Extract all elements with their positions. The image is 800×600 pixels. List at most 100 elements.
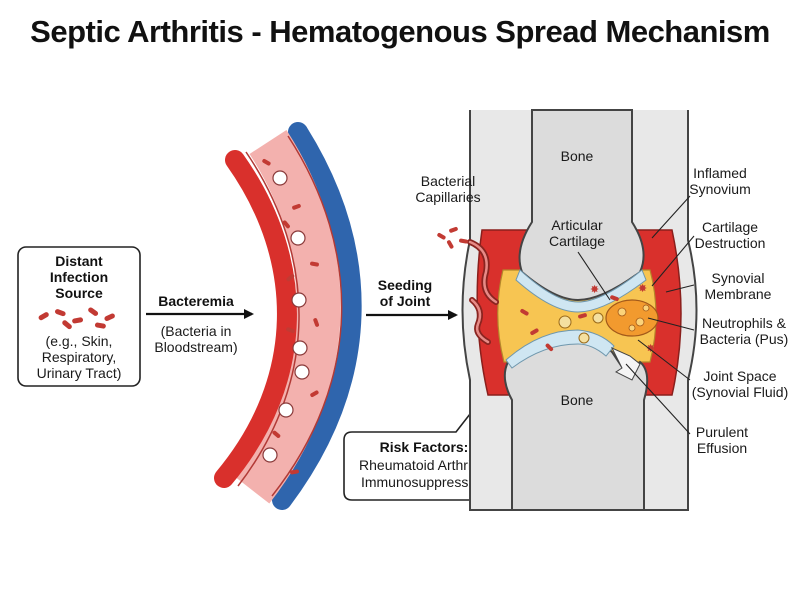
infection-source-box: Distant Infection Source (e.g., Skin, Re…: [17, 246, 141, 387]
vessel-lumen: [234, 130, 341, 504]
source-heading-3: Source: [55, 285, 103, 301]
bacterium: [530, 328, 539, 335]
label-cartilage-2: Cartilage: [549, 233, 605, 249]
label-destruction-2: Destruction: [695, 235, 766, 251]
neutrophil: [617, 307, 627, 317]
leader-lines: [577, 195, 695, 435]
label-membrane-1: Synovial: [712, 270, 765, 286]
white-blood-cell: [262, 447, 278, 463]
risk-line-2: Immunosuppression: [361, 474, 487, 490]
bacterium: [449, 226, 458, 233]
label-pus-2: Bacteria (Pus): [700, 331, 789, 347]
leader-joint-space: [637, 339, 691, 381]
neutrophil: [592, 312, 604, 324]
bacterium: [104, 313, 115, 322]
bacterium: [94, 322, 106, 329]
bacterium: [578, 313, 587, 319]
bacterium: [437, 233, 446, 240]
leader-cartilage: [577, 251, 611, 301]
bacterium: [545, 343, 554, 352]
blood-cells: [262, 170, 310, 463]
label-joint-space-1: Joint Space: [703, 368, 776, 384]
vein-wall: [272, 122, 362, 510]
inflammation-spark: ✸: [638, 282, 647, 295]
bacterium: [310, 261, 319, 267]
neutrophil: [628, 324, 636, 332]
leader-pus: [647, 317, 695, 331]
label-capillaries-1: Bacterial: [421, 173, 475, 189]
label-destruction-1: Cartilage: [702, 219, 758, 235]
seeding-line-2: of Joint: [380, 293, 431, 309]
leader-synovial-membrane: [665, 284, 695, 293]
label-bone-bottom: Bone: [561, 392, 594, 408]
source-detail-2: Respiratory,: [42, 349, 116, 365]
risk-heading: Risk Factors:: [380, 439, 469, 455]
bacterium: [310, 390, 319, 397]
joint-bacteria: ✸ ✸ ✸: [520, 282, 655, 355]
label-pus-1: Neutrophils &: [702, 315, 787, 331]
inflammation-spark: ✸: [646, 342, 655, 355]
source-detail-1: (e.g., Skin,: [46, 333, 113, 349]
bacterium: [290, 469, 299, 475]
page-title: Septic Arthritis - Hematogenous Spread M…: [30, 14, 770, 49]
bacterium: [313, 318, 320, 327]
label-inflamed-1: Inflamed: [693, 165, 747, 181]
bacterium: [88, 307, 99, 316]
blood-vessel: [214, 122, 362, 510]
label-inflamed-2: Synovium: [689, 181, 750, 197]
bacterium: [272, 430, 281, 438]
seeding-label: Seeding of Joint: [366, 277, 458, 320]
bacterium: [282, 220, 290, 229]
white-blood-cell: [291, 292, 307, 308]
label-membrane-2: Membrane: [705, 286, 772, 302]
bacterium: [286, 274, 295, 282]
source-heading-1: Distant: [55, 253, 103, 269]
neutrophil: [558, 315, 572, 329]
bacterium: [54, 309, 66, 317]
bacterium: [292, 203, 301, 210]
bacterium: [62, 320, 72, 330]
bacteremia-detail-1: (Bacteria in: [161, 323, 232, 339]
bacterium: [520, 309, 529, 316]
label-bone-top: Bone: [561, 148, 594, 164]
label-cartilage-1: Articular: [551, 217, 603, 233]
seeding-line-1: Seeding: [378, 277, 432, 293]
label-effusion-2: Effusion: [697, 440, 747, 456]
joint-illustration: ✸ ✸ ✸ Bone Bone Bacteria: [415, 109, 789, 511]
pus-cluster: [605, 299, 659, 337]
leader-cartilage-destruction: [651, 235, 695, 287]
floating-bacteria: [437, 226, 468, 249]
bacterial-capillaries: [467, 239, 499, 345]
neutrophil: [578, 332, 590, 344]
bacterium: [447, 240, 454, 249]
bone-top: [518, 109, 645, 302]
vessel-lumen-edge: [271, 135, 343, 497]
bacteremia-label: Bacteremia (Bacteria in Bloodstream): [146, 293, 254, 355]
bacterium: [286, 327, 295, 334]
white-blood-cell: [272, 170, 288, 186]
infection-source-frame: [17, 246, 141, 387]
source-detail-3: Urinary Tract): [37, 365, 122, 381]
source-heading-2: Infection: [50, 269, 108, 285]
capillary-lumen: [470, 298, 490, 344]
label-capillaries-2: Capillaries: [415, 189, 480, 205]
bacterium: [38, 312, 49, 321]
neutrophil: [635, 317, 645, 327]
bacterium: [610, 295, 619, 302]
bacteremia-heading: Bacteremia: [158, 293, 234, 309]
leader-effusion: [625, 363, 691, 435]
risk-factors-box: Risk Factors: Rheumatoid Arthritis, Immu…: [343, 412, 505, 501]
white-blood-cell: [294, 364, 310, 380]
risk-line-1: Rheumatoid Arthritis,: [359, 457, 489, 473]
source-bacteria-cluster: [38, 307, 115, 330]
bacterium: [459, 238, 468, 244]
vessel-lumen-edge: [237, 151, 300, 487]
inflammation-spark: ✸: [590, 283, 599, 296]
white-blood-cell: [292, 340, 308, 356]
bacteremia-detail-2: Bloodstream): [154, 339, 237, 355]
bacterium: [72, 317, 84, 324]
neutrophil: [642, 304, 650, 312]
white-blood-cell: [278, 402, 294, 418]
articular-cartilage-top: [515, 269, 647, 313]
